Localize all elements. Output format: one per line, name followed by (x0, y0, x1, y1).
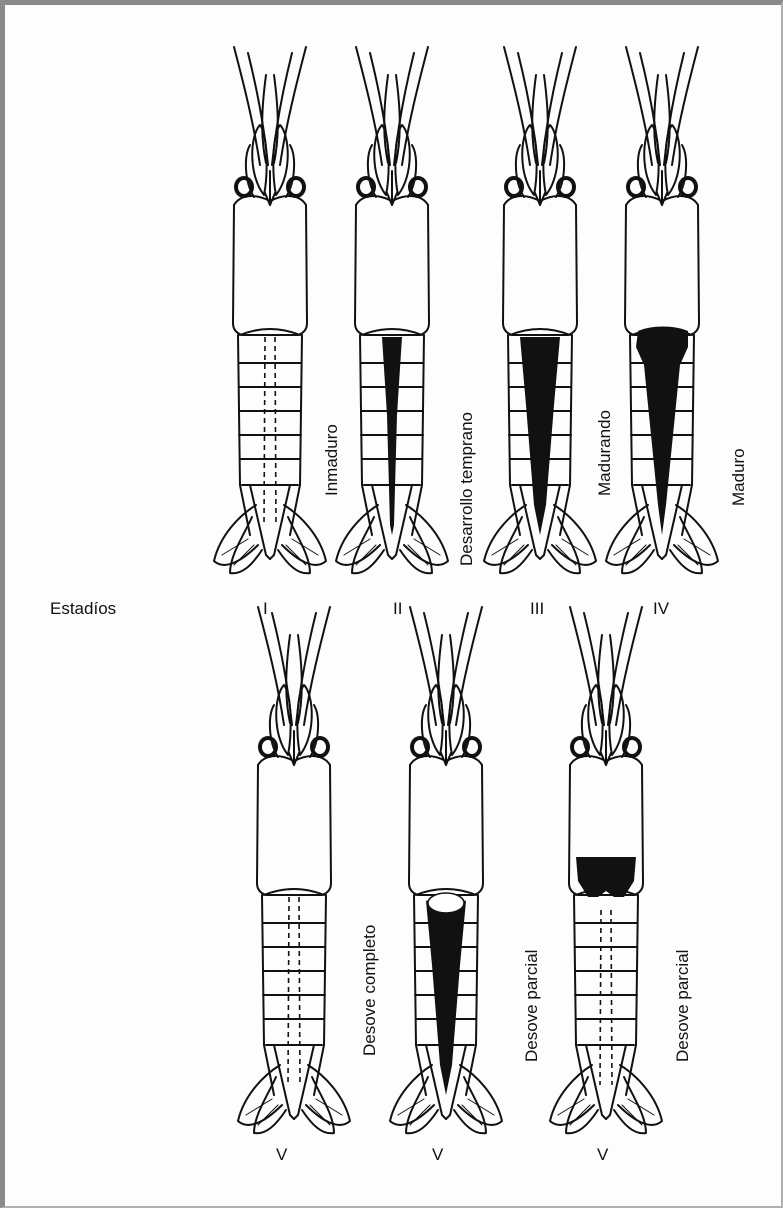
shrimp-stage-IV (606, 47, 718, 573)
stage-numeral-V-2: V (432, 1146, 443, 1163)
stage-label-II: Desarrollo temprano (458, 412, 475, 566)
stage-label-V-partial-1: Desove parcial (523, 950, 540, 1062)
shrimp-stage-V-partial-2 (550, 607, 662, 1133)
stage-label-I: Inmaduro (323, 424, 340, 496)
shrimp-stage-V-partial-1 (390, 607, 502, 1133)
shrimp-stage-III (484, 47, 596, 573)
stage-numeral-II: II (393, 600, 402, 617)
stage-numeral-V-3: V (597, 1146, 608, 1163)
stages-row-label: Estadíos (50, 600, 116, 617)
shrimp-stage-V-complete (238, 607, 350, 1133)
stage-numeral-III: III (530, 600, 544, 617)
shrimp-stage-I (214, 47, 326, 573)
stage-numeral-I: I (263, 600, 268, 617)
stage-label-V-partial-2: Desove parcial (674, 950, 691, 1062)
stage-numeral-IV: IV (653, 600, 669, 617)
shrimp-stage-II (336, 47, 448, 573)
stage-label-V-complete: Desove completo (361, 925, 378, 1056)
stage-label-III: Madurando (596, 410, 613, 496)
stage-numeral-V-1: V (276, 1146, 287, 1163)
stage-label-IV: Maduro (730, 448, 747, 506)
